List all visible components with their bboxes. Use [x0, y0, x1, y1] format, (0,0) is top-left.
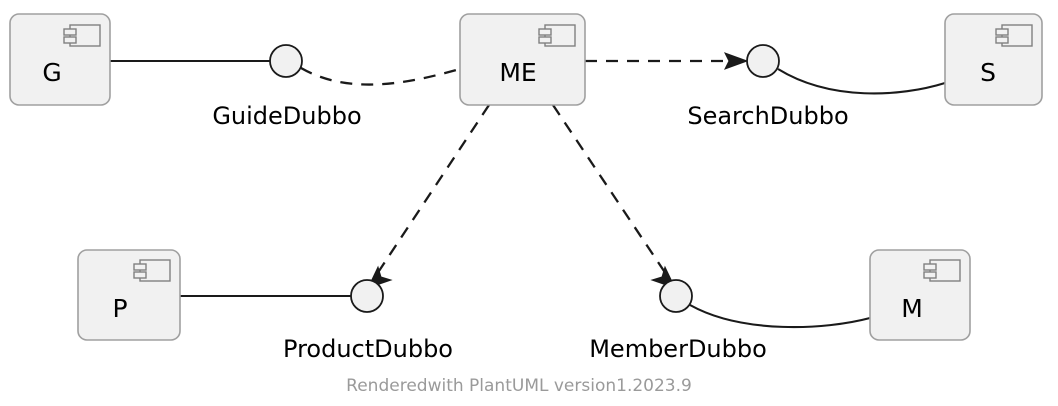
connection-me-guidedubbo [300, 67, 461, 86]
dependency-line-me-productdubbo [376, 104, 490, 275]
connection-me-searchdubbo [585, 52, 749, 70]
component-p-label: P [112, 294, 127, 323]
arrowhead-searchdubbo [723, 52, 749, 70]
component-icon [995, 24, 1033, 47]
component-icon [63, 24, 101, 47]
interface-searchdubbo[interactable]: SearchDubbo [687, 44, 849, 130]
connection-s-searchdubbo [777, 68, 946, 95]
component-s-label: S [980, 58, 996, 87]
component-icon [923, 259, 961, 282]
component-m[interactable]: M [869, 249, 971, 341]
component-icon [538, 24, 576, 47]
interface-searchdubbo-lollipop[interactable] [746, 44, 780, 78]
assembly-line-m-memberdubbo [689, 304, 871, 329]
assembly-line-s-searchdubbo [777, 68, 946, 95]
component-p[interactable]: P [77, 249, 181, 341]
connection-me-memberdubbo [552, 104, 676, 289]
interface-memberdubbo-lollipop[interactable] [659, 279, 693, 313]
connection-me-productdubbo [367, 104, 490, 289]
dependency-line-me-memberdubbo [552, 104, 667, 275]
component-me[interactable]: ME [459, 13, 586, 106]
component-g[interactable]: G [9, 13, 111, 106]
interface-guidedubbo-lollipop[interactable] [269, 44, 303, 78]
interface-guidedubbo-label: GuideDubbo [212, 102, 361, 130]
dependency-line-me-guidedubbo [300, 67, 461, 86]
interface-productdubbo-label: ProductDubbo [283, 335, 453, 363]
component-g-label: G [42, 58, 61, 87]
connection-m-memberdubbo [689, 304, 871, 329]
interface-memberdubbo[interactable]: MemberDubbo [589, 279, 767, 363]
component-me-label: ME [499, 58, 536, 87]
component-s[interactable]: S [944, 13, 1043, 106]
component-m-label: M [901, 294, 923, 323]
interface-searchdubbo-label: SearchDubbo [687, 102, 848, 130]
component-icon [133, 259, 171, 282]
interface-memberdubbo-label: MemberDubbo [589, 335, 767, 363]
interface-productdubbo[interactable]: ProductDubbo [283, 279, 453, 363]
interface-productdubbo-lollipop[interactable] [350, 279, 384, 313]
interface-guidedubbo[interactable]: GuideDubbo [212, 44, 362, 130]
footer-credit: Renderedwith PlantUML version1.2023.9 [346, 376, 692, 396]
